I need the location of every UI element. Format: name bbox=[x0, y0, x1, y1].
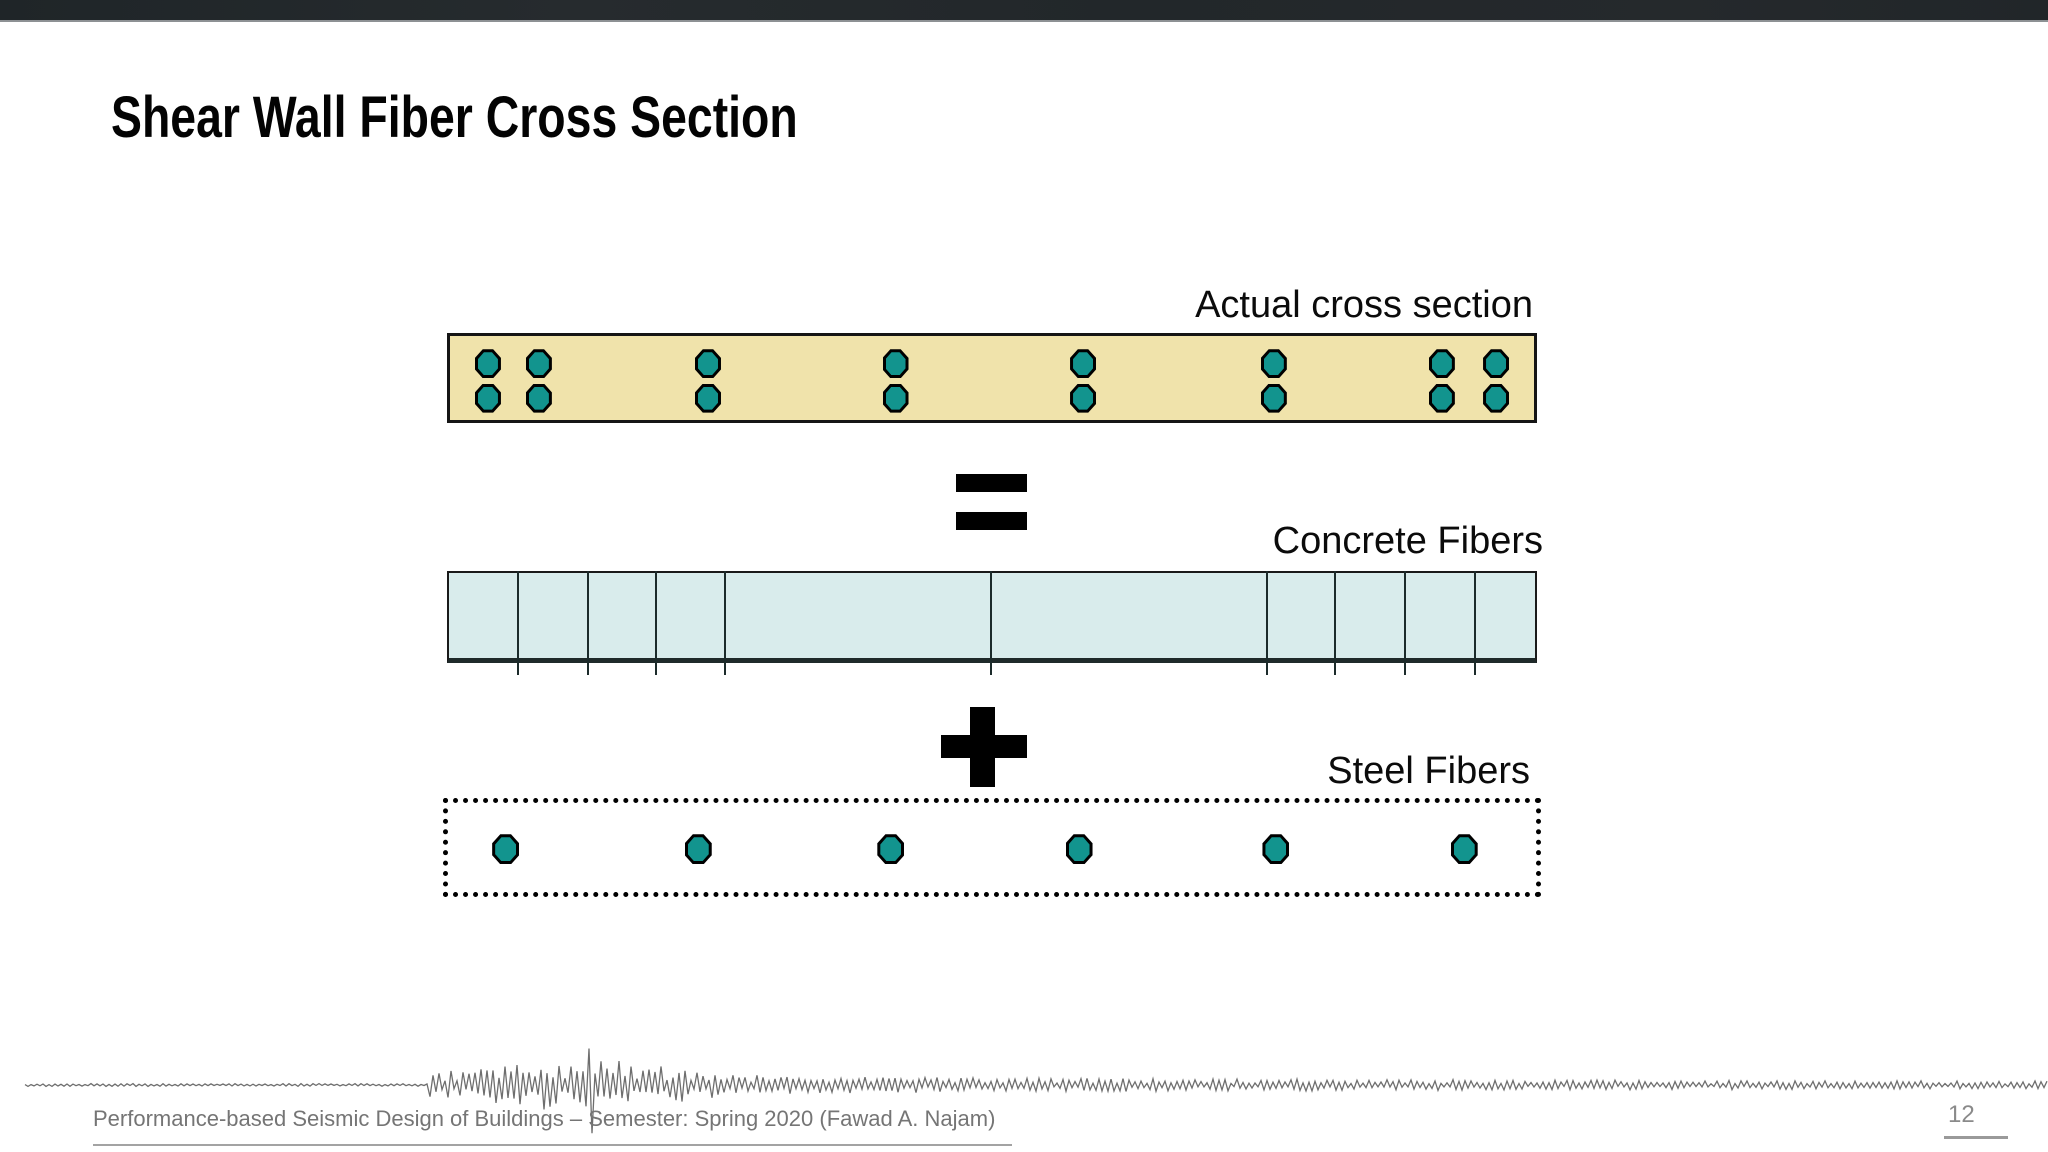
footer-course-text: Performance-based Seismic Design of Buil… bbox=[93, 1106, 996, 1131]
steel-fiber-dot-icon-fill bbox=[1265, 837, 1287, 862]
steel-fiber-dot-icon-fill bbox=[880, 837, 902, 862]
page-number: 12 bbox=[1948, 1101, 1975, 1128]
equals-bar bbox=[956, 512, 1027, 530]
plus-bar bbox=[941, 735, 1027, 758]
rebar-dot-icon-fill bbox=[1073, 386, 1094, 410]
rebar-dot-icon-fill bbox=[1431, 352, 1452, 376]
rebar-dot-icon bbox=[525, 349, 552, 379]
steel-fiber-dot-icon-fill bbox=[1068, 837, 1090, 862]
steel-fiber-dot-icon bbox=[1262, 834, 1290, 865]
fiber-divider-line bbox=[1404, 571, 1407, 675]
rebar-dot-icon-fill bbox=[885, 386, 906, 410]
rebar-dot-icon-fill bbox=[1263, 386, 1284, 410]
steel-fibers-label: Steel Fibers bbox=[1327, 750, 1530, 792]
rebar-dot-icon-fill bbox=[697, 352, 718, 376]
rebar-dot-icon-fill bbox=[1263, 352, 1284, 376]
fiber-divider-line bbox=[989, 571, 992, 675]
steel-fiber-dot-icon bbox=[684, 834, 712, 865]
rebar-dot-icon bbox=[1070, 349, 1097, 379]
seismic-waveform bbox=[24, 1048, 2048, 1134]
concrete-fibers-bar bbox=[447, 571, 1537, 663]
fiber-divider-line bbox=[1473, 571, 1476, 675]
rebar-dot-icon bbox=[882, 383, 909, 413]
steel-fiber-dot-icon-fill bbox=[687, 837, 709, 862]
rebar-dot-icon bbox=[882, 349, 909, 379]
steel-fiber-dot-icon bbox=[1065, 834, 1093, 865]
equals-bar bbox=[956, 474, 1027, 492]
rebar-dot-icon-fill bbox=[1486, 352, 1507, 376]
rebar-dot-icon bbox=[694, 349, 721, 379]
footer-underline bbox=[93, 1144, 1012, 1146]
concrete-fibers-label: Concrete Fibers bbox=[1272, 520, 1543, 562]
rebar-dot-icon bbox=[1483, 349, 1510, 379]
fiber-divider-line bbox=[723, 571, 726, 675]
rebar-dot-icon-fill bbox=[477, 386, 498, 410]
rebar-dot-icon bbox=[525, 383, 552, 413]
fiber-divider-line bbox=[1334, 571, 1337, 675]
rebar-dot-icon-fill bbox=[885, 352, 906, 376]
rebar-dot-icon-fill bbox=[528, 352, 549, 376]
rebar-dot-icon-fill bbox=[1431, 386, 1452, 410]
fiber-divider-line bbox=[516, 571, 519, 675]
rebar-dot-icon-fill bbox=[528, 386, 549, 410]
rebar-dot-icon bbox=[1260, 349, 1287, 379]
rebar-dot-icon-fill bbox=[697, 386, 718, 410]
page-title: Shear Wall Fiber Cross Section bbox=[111, 85, 798, 150]
rebar-dot-icon bbox=[1428, 349, 1455, 379]
top-bar bbox=[0, 0, 2048, 22]
rebar-dot-icon bbox=[1070, 383, 1097, 413]
rebar-dot-icon bbox=[1260, 383, 1287, 413]
steel-fiber-dot-icon-fill bbox=[495, 837, 517, 862]
steel-fiber-dot-icon bbox=[877, 834, 905, 865]
steel-fiber-dot-icon bbox=[1450, 834, 1478, 865]
actual-cross-section-label: Actual cross section bbox=[1195, 284, 1533, 326]
rebar-dot-icon-fill bbox=[1486, 386, 1507, 410]
fiber-divider-line bbox=[586, 571, 589, 675]
page-number-underline bbox=[1944, 1136, 2008, 1139]
equals-symbol bbox=[956, 474, 1027, 530]
steel-fibers-bar bbox=[443, 798, 1541, 897]
rebar-dot-icon bbox=[1428, 383, 1455, 413]
steel-fiber-dot-icon bbox=[492, 834, 520, 865]
steel-fiber-dot-icon-fill bbox=[1453, 837, 1475, 862]
fiber-divider-line bbox=[655, 571, 658, 675]
rebar-dot-icon bbox=[1483, 383, 1510, 413]
rebar-dot-icon bbox=[694, 383, 721, 413]
rebar-dot-icon bbox=[474, 349, 501, 379]
actual-cross-section-bar bbox=[447, 333, 1537, 423]
rebar-dot-icon bbox=[474, 383, 501, 413]
rebar-dot-icon-fill bbox=[1073, 352, 1094, 376]
rebar-dot-icon-fill bbox=[477, 352, 498, 376]
fiber-divider-line bbox=[1265, 571, 1268, 675]
plus-symbol bbox=[941, 707, 1027, 787]
concrete-fiber-dividers bbox=[447, 571, 1537, 675]
